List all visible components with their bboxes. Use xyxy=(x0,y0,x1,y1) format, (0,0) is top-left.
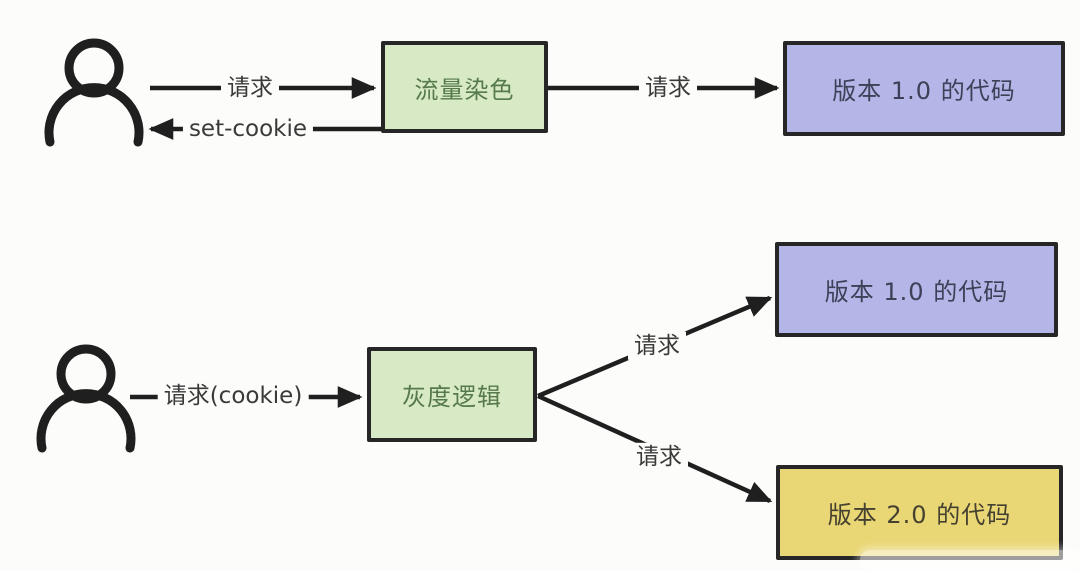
user-icon-bottom xyxy=(36,344,136,453)
user-icon-top xyxy=(44,38,144,147)
request-label-down: 请求 xyxy=(630,442,688,472)
version-1-bottom-label: 版本 1.0 的代码 xyxy=(824,278,1009,306)
version-1-top-label: 版本 1.0 的代码 xyxy=(832,77,1016,105)
gray-logic-box: 灰度逻辑 xyxy=(367,347,537,442)
request-label-up: 请求 xyxy=(628,331,686,361)
request-cookie-label: 请求(cookie) xyxy=(157,381,309,411)
version-1-top-box: 版本 1.0 的代码 xyxy=(783,41,1065,136)
traffic-coloring-box: 流量染色 xyxy=(381,41,548,133)
watermark-overlay xyxy=(860,550,1080,570)
traffic-coloring-label: 流量染色 xyxy=(414,75,515,104)
gray-logic-label: 灰度逻辑 xyxy=(402,383,502,411)
set-cookie-label: set-cookie xyxy=(182,114,314,144)
version-2-box: 版本 2.0 的代码 xyxy=(776,465,1063,560)
request-label-top: 请求 xyxy=(221,73,279,103)
version-1-bottom-box: 版本 1.0 的代码 xyxy=(775,242,1058,337)
request-label-top-2: 请求 xyxy=(639,73,697,103)
version-2-label: 版本 2.0 的代码 xyxy=(827,501,1012,529)
